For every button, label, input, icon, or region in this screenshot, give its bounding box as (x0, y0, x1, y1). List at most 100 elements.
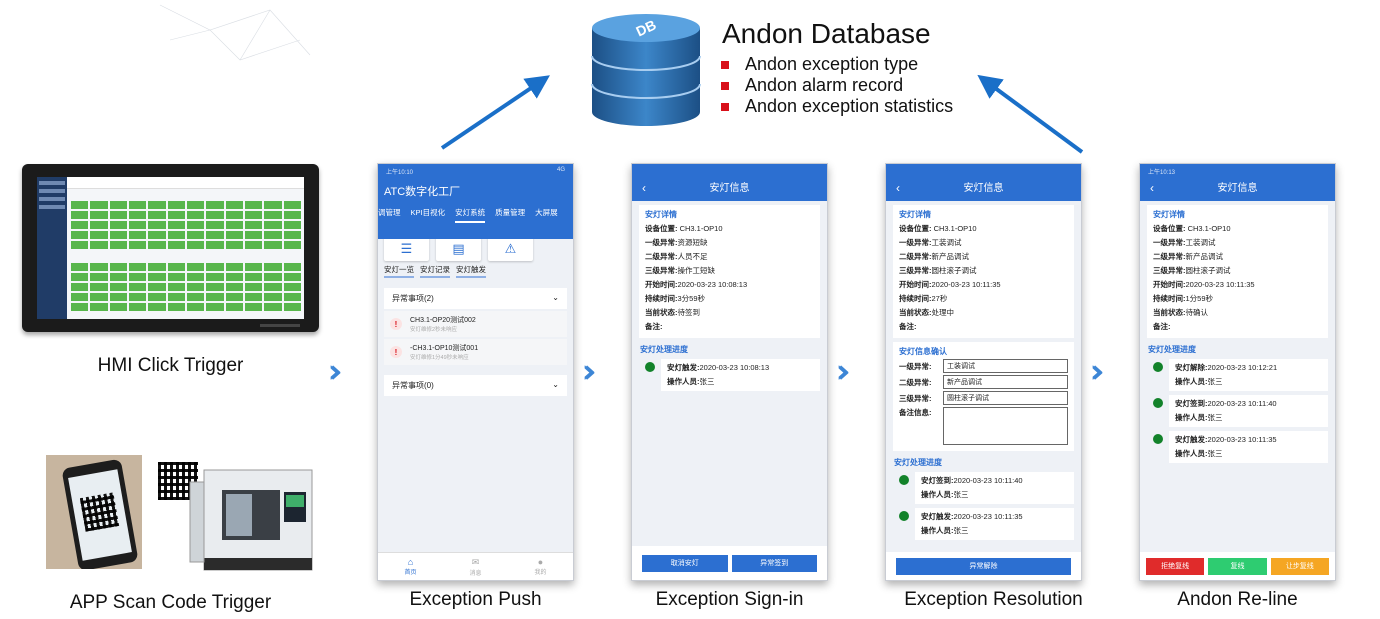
screen-title: 安灯信息 (709, 183, 750, 194)
state-value: 处理中 (931, 308, 955, 317)
back-icon[interactable]: ‹ (896, 181, 900, 195)
app-scan-photo (46, 455, 142, 569)
app-title: ATC数字化工厂 (384, 186, 461, 198)
andon-detail-card: 安灯详情 设备位置: CH3.1-OP10 一级异常:工装调试 二级异常:新产品… (1147, 205, 1328, 338)
level2-field[interactable]: 新产品调试 (943, 375, 1068, 389)
database-item: Andon alarm record (720, 75, 953, 96)
nav-home[interactable]: ⌂首页 (404, 557, 416, 576)
link-andon-trigger[interactable]: 安灯触发 (456, 264, 486, 278)
tab-dispatch[interactable]: 调管理 (378, 208, 401, 217)
start-value: 2020-03-23 10:08:13 (677, 280, 748, 289)
exception-section-open[interactable]: 异常事项(2)⌄ (384, 288, 567, 309)
alert-icon: ! (390, 318, 402, 330)
link-andon-overview[interactable]: 安灯一览 (384, 264, 414, 278)
caption-signin: Exception Sign-in (655, 589, 804, 610)
andon-detail-card: 安灯详情 设备位置: CH3.1-OP10 一级异常:工装调试 二级异常:新产品… (893, 205, 1074, 338)
duration-value: 1分59秒 (1185, 294, 1214, 303)
duration-value: 3分59秒 (677, 294, 706, 303)
note-field[interactable] (943, 407, 1068, 445)
status-dot-icon (899, 511, 909, 521)
progress-header: 安灯处理进度 (1148, 345, 1196, 354)
detail-header: 安灯详情 (899, 210, 931, 219)
detail-header: 安灯详情 (645, 210, 677, 219)
location-value: CH3.1-OP10 (1187, 224, 1231, 233)
state-value: 待签到 (677, 308, 701, 317)
signin-button[interactable]: 异常签到 (731, 554, 817, 572)
item-title: CH3.1-OP20测试002 (410, 317, 476, 324)
cnc-machine-icon (189, 469, 313, 571)
caption-reline: Andon Re-line (1177, 589, 1298, 610)
resolve-button[interactable]: 异常解除 (896, 557, 1071, 575)
status-dot-icon (1153, 434, 1163, 444)
database-item: Andon exception type (720, 54, 953, 75)
caption-hmi: HMI Click Trigger (97, 355, 244, 376)
progress-item: 安灯触发:2020-03-23 10:08:13 操作人员:张三 (639, 359, 820, 391)
status-network: 4G (556, 167, 565, 173)
level3-value: 圆柱滚子调试 (931, 266, 977, 275)
level2-value: 人员不足 (677, 252, 708, 261)
link-andon-record[interactable]: 安灯记录 (420, 264, 450, 278)
progress-header: 安灯处理进度 (640, 345, 688, 354)
level1-value: 资源短缺 (677, 238, 708, 247)
level1-value: 工装调试 (931, 238, 962, 247)
alert-icon: ! (390, 346, 402, 358)
status-time: 上午10:13 (1148, 170, 1176, 176)
reline-button[interactable]: 复线 (1208, 557, 1267, 575)
tab-kpi[interactable]: KPI目视化 (410, 208, 446, 217)
item-title: -CH3.1-OP10测试001 (410, 345, 479, 352)
caption-resolution: Exception Resolution (904, 589, 1083, 610)
list-icon[interactable]: ☰ (384, 236, 429, 261)
nav-label: 首页 (404, 570, 417, 576)
nav-messages[interactable]: ✉消息 (469, 557, 481, 577)
status-dot-icon (645, 362, 655, 372)
caption-app: APP Scan Code Trigger (69, 592, 272, 613)
confirm-form: 安灯信息确认 一级异常:工装调试 二级异常:新产品调试 三级异常:圆柱滚子调试 … (893, 342, 1074, 451)
status-dot-icon (1153, 362, 1163, 372)
level3-value: 圆柱滚子调试 (1185, 266, 1231, 275)
database-title: Andon Database (722, 18, 931, 49)
chevron-down-icon: ⌄ (552, 293, 559, 302)
progress-header: 安灯处理进度 (894, 458, 942, 467)
warning-icon[interactable]: ⚠ (488, 236, 533, 261)
back-icon[interactable]: ‹ (642, 181, 646, 195)
hmi-monitor (22, 164, 319, 332)
progress-item: 安灯触发:2020-03-23 10:11:35 操作人员:张三 (1147, 431, 1328, 463)
progress-item: 安灯签到:2020-03-23 10:11:40 操作人员:张三 (1147, 395, 1328, 427)
phone-andon-reline: 上午10:13‹安灯信息 安灯详情 设备位置: CH3.1-OP10 一级异常:… (1139, 163, 1336, 581)
database-label: DB (633, 16, 658, 39)
nav-profile[interactable]: ● 我的 (534, 557, 546, 576)
concession-reline-button[interactable]: 让步复线 (1270, 557, 1329, 575)
start-value: 2020-03-23 10:11:35 (1185, 280, 1255, 289)
nav-label: 我的 (534, 570, 547, 576)
record-icon[interactable]: ▤ (436, 236, 481, 261)
database-items: Andon exception type Andon alarm record … (720, 54, 953, 117)
database-item: Andon exception statistics (720, 96, 953, 117)
level3-field[interactable]: 圆柱滚子调试 (943, 391, 1068, 405)
detail-header: 安灯详情 (1153, 210, 1185, 219)
location-value: CH3.1-OP10 (679, 224, 723, 233)
nav-label: 消息 (469, 570, 482, 577)
tab-quality[interactable]: 质量管理 (495, 208, 526, 217)
tab-andon[interactable]: 安灯系统 (455, 207, 486, 223)
cancel-andon-button[interactable]: 取消安灯 (642, 554, 728, 572)
tab-bigscreen[interactable]: 大屏展 (535, 208, 558, 217)
arrow-push-to-db (440, 75, 550, 150)
user-icon: ● (537, 557, 544, 567)
status-dot-icon (1153, 398, 1163, 408)
progress-item: 安灯触发:2020-03-23 10:11:35 操作人员:张三 (893, 508, 1074, 540)
exception-section-closed[interactable]: 异常事项(0)⌄ (384, 375, 567, 396)
reject-reline-button[interactable]: 拒绝复线 (1146, 557, 1205, 575)
start-value: 2020-03-23 10:11:35 (931, 280, 1001, 289)
level3-value: 操作工短缺 (677, 266, 716, 275)
status-time: 上午10:10 (386, 170, 414, 176)
hmi-screen (37, 177, 304, 319)
bottom-nav: ⌂首页 ✉消息 ● 我的 (378, 552, 573, 580)
level1-field[interactable]: 工装调试 (943, 359, 1068, 373)
duration-value: 27秒 (931, 294, 948, 303)
state-value: 待确认 (1185, 308, 1209, 317)
back-icon[interactable]: ‹ (1150, 181, 1154, 195)
